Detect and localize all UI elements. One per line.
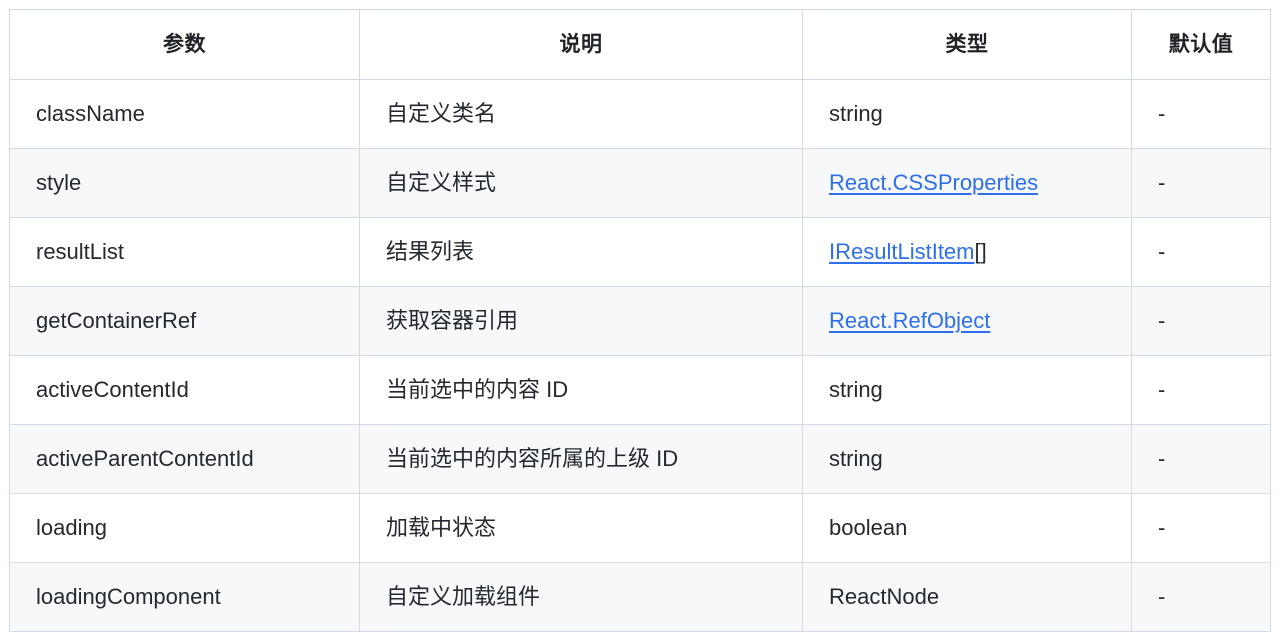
cell-param: loadingComponent [9, 562, 360, 632]
table-row: style 自定义样式 React.CSSProperties - [9, 148, 1271, 218]
cell-default: - [1131, 355, 1271, 425]
cell-desc: 当前选中的内容 ID [359, 355, 803, 425]
cell-param: loading [9, 493, 360, 563]
cell-desc: 获取容器引用 [359, 286, 803, 356]
cell-type: string [802, 355, 1132, 425]
cell-type: IResultListItem[] [802, 217, 1132, 287]
cell-type: React.RefObject [802, 286, 1132, 356]
cell-desc: 自定义加载组件 [359, 562, 803, 632]
default-value: - [1158, 308, 1166, 333]
type-text: ReactNode [829, 584, 940, 609]
type-link[interactable]: React.CSSProperties [829, 170, 1039, 195]
cell-type: string [802, 79, 1132, 149]
column-header-type: 类型 [802, 9, 1132, 80]
cell-param: activeContentId [9, 355, 360, 425]
type-link[interactable]: React.RefObject [829, 308, 991, 333]
cell-type: boolean [802, 493, 1132, 563]
cell-default: - [1131, 79, 1271, 149]
default-value: - [1158, 446, 1166, 471]
column-header-default: 默认值 [1131, 9, 1271, 80]
type-suffix: [] [974, 239, 987, 264]
default-value: - [1158, 170, 1166, 195]
cell-param: activeParentContentId [9, 424, 360, 494]
cell-desc: 结果列表 [359, 217, 803, 287]
table-row: loading 加载中状态 boolean - [9, 493, 1271, 563]
default-value: - [1158, 239, 1166, 264]
component-props-table: 参数 说明 类型 默认值 className 自定义类名 string - st… [9, 9, 1271, 632]
table-row: loadingComponent 自定义加载组件 ReactNode - [9, 562, 1271, 632]
type-link[interactable]: IResultListItem [829, 239, 975, 264]
table-row: activeParentContentId 当前选中的内容所属的上级 ID st… [9, 424, 1271, 494]
table-row: getContainerRef 获取容器引用 React.RefObject - [9, 286, 1271, 356]
cell-default: - [1131, 493, 1271, 563]
cell-desc: 当前选中的内容所属的上级 ID [359, 424, 803, 494]
table-header: 参数 说明 类型 默认值 [9, 9, 1271, 80]
default-value: - [1158, 377, 1166, 402]
cell-param: style [9, 148, 360, 218]
cell-default: - [1131, 148, 1271, 218]
type-text: string [829, 101, 883, 126]
column-header-param: 参数 [9, 9, 360, 80]
cell-default: - [1131, 217, 1271, 287]
table-row: activeContentId 当前选中的内容 ID string - [9, 355, 1271, 425]
cell-type: React.CSSProperties [802, 148, 1132, 218]
column-header-desc: 说明 [359, 9, 803, 80]
cell-desc: 自定义类名 [359, 79, 803, 149]
cell-desc: 加载中状态 [359, 493, 803, 563]
cell-desc: 自定义样式 [359, 148, 803, 218]
cell-type: string [802, 424, 1132, 494]
table-header-row: 参数 说明 类型 默认值 [9, 9, 1271, 80]
cell-type: ReactNode [802, 562, 1132, 632]
type-text: string [829, 446, 883, 471]
cell-param: resultList [9, 217, 360, 287]
cell-param: className [9, 79, 360, 149]
default-value: - [1158, 584, 1166, 609]
type-text: boolean [829, 515, 908, 540]
table-row: className 自定义类名 string - [9, 79, 1271, 149]
default-value: - [1158, 515, 1166, 540]
type-text: string [829, 377, 883, 402]
default-value: - [1158, 101, 1166, 126]
table-body: className 自定义类名 string - style 自定义样式 Rea… [9, 79, 1271, 632]
cell-default: - [1131, 424, 1271, 494]
cell-param: getContainerRef [9, 286, 360, 356]
table-row: resultList 结果列表 IResultListItem[] - [9, 217, 1271, 287]
cell-default: - [1131, 286, 1271, 356]
cell-default: - [1131, 562, 1271, 632]
